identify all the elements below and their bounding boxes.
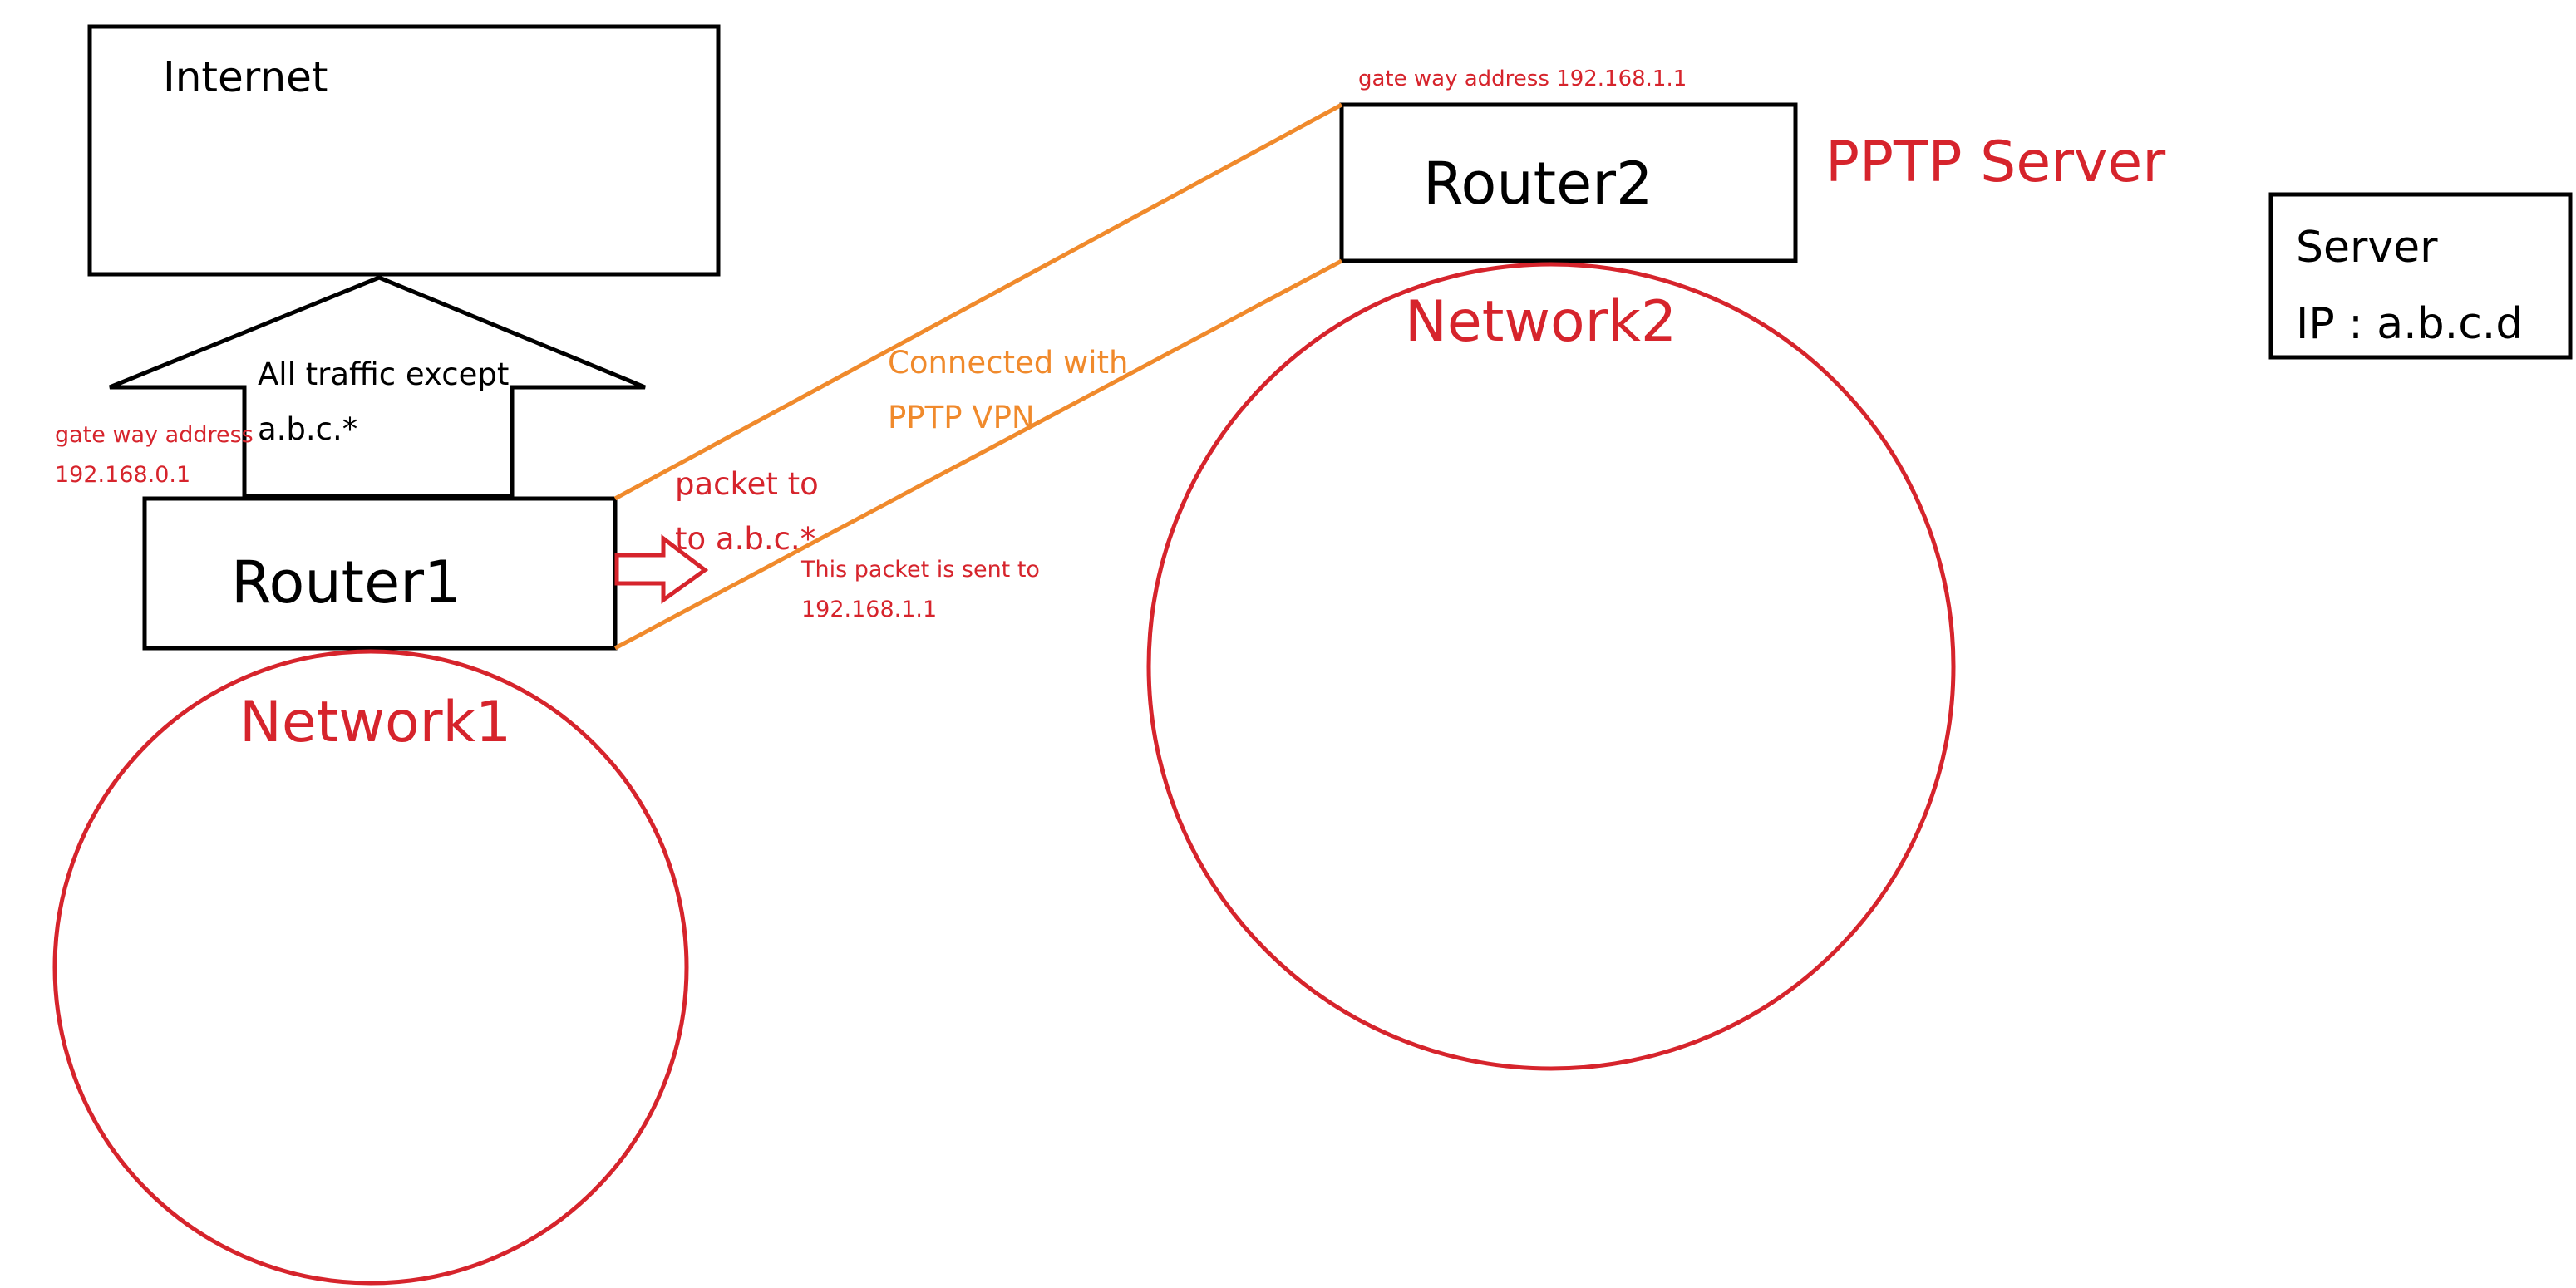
router2-gateway-label: gate way address 192.168.1.1 — [1358, 66, 1687, 91]
network1-label: Network1 — [239, 690, 512, 755]
vpn-tunnel-upper-line — [613, 102, 1343, 501]
vpn-link-text-line2: PPTP VPN — [888, 400, 1035, 435]
server-label: Server — [2296, 223, 2438, 273]
server-box — [2268, 192, 2573, 360]
packet-sent-line2: 192.168.1.1 — [801, 597, 938, 622]
vpn-tunnel-lower-line — [613, 258, 1343, 651]
packet-arrow — [614, 533, 709, 604]
traffic-up-arrow — [109, 275, 646, 499]
internet-label: Internet — [163, 53, 328, 101]
router1-gateway-line2: 192.168.0.1 — [55, 462, 191, 488]
traffic-arrow-text-line1: All traffic except — [258, 356, 510, 392]
pptp-server-label: PPTP Server — [1825, 130, 2166, 195]
router2-label: Router2 — [1423, 150, 1653, 218]
server-ip-label: IP : a.b.c.d — [2296, 299, 2524, 349]
internet-box — [87, 24, 721, 277]
network1-circle — [52, 649, 689, 1286]
vpn-link-text-line1: Connected with — [888, 345, 1129, 381]
packet-note-line1: packet to — [675, 466, 819, 502]
packet-sent-line1: This packet is sent to — [801, 557, 1040, 583]
network2-circle — [1146, 262, 1956, 1071]
router1-label: Router1 — [231, 548, 461, 617]
packet-note-line2: to a.b.c.* — [675, 521, 816, 557]
traffic-arrow-text-line2: a.b.c.* — [258, 411, 358, 447]
router2-box — [1339, 102, 1798, 263]
router1-gateway-line1: gate way address — [55, 422, 254, 448]
network2-label: Network2 — [1405, 289, 1677, 355]
